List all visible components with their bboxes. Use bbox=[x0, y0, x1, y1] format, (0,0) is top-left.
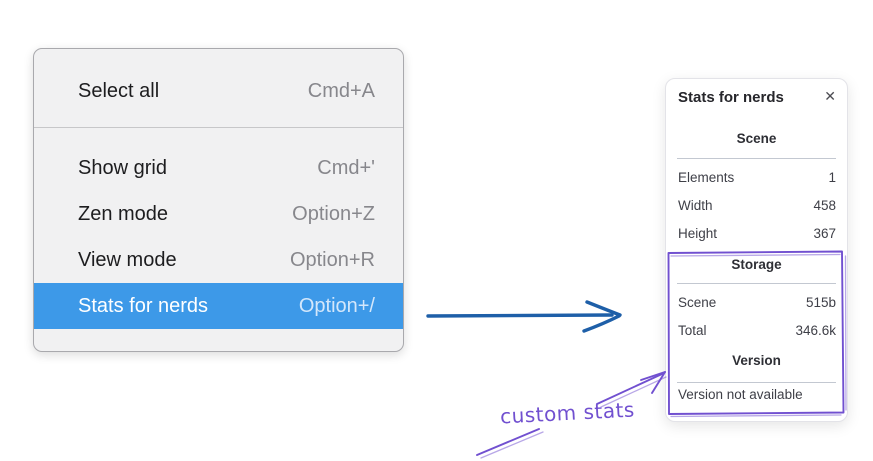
menu-item-shortcut: Option+Z bbox=[292, 202, 375, 225]
stat-value: 515b bbox=[805, 294, 836, 310]
stat-row-elements: Elements 1 bbox=[678, 163, 836, 191]
stat-label: Width bbox=[678, 197, 713, 213]
version-note: Version not available bbox=[678, 387, 803, 402]
menu-item-select-all[interactable]: Select all Cmd+A bbox=[34, 68, 403, 114]
stat-label: Scene bbox=[678, 294, 717, 310]
stat-value: 1 bbox=[828, 169, 836, 185]
section-divider bbox=[677, 382, 836, 383]
stat-row-width: Width 458 bbox=[678, 191, 836, 219]
menu-item-label: View mode bbox=[78, 248, 177, 271]
stat-label: Height bbox=[678, 225, 718, 241]
stat-row-total-storage: Total 346.6k bbox=[678, 316, 836, 344]
menu-item-shortcut: Cmd+' bbox=[317, 156, 375, 179]
menu-item-label: Stats for nerds bbox=[78, 294, 209, 317]
section-header-scene: Scene bbox=[736, 131, 777, 146]
section-header-version: Version bbox=[732, 353, 781, 368]
panel-title: Stats for nerds bbox=[678, 89, 784, 106]
section-header-storage: Storage bbox=[731, 257, 782, 272]
stat-value: 458 bbox=[813, 197, 836, 213]
menu-item-label: Show grid bbox=[78, 156, 167, 179]
section-divider bbox=[677, 158, 836, 159]
context-menu: Select all Cmd+A Show grid Cmd+' Zen mod… bbox=[33, 48, 404, 352]
menu-item-label: Zen mode bbox=[78, 202, 169, 225]
menu-item-shortcut: Cmd+A bbox=[307, 79, 375, 102]
stat-row-scene-storage: Scene 515b bbox=[678, 288, 836, 316]
menu-item-label: Select all bbox=[78, 79, 160, 102]
menu-item-shortcut: Option+R bbox=[289, 248, 375, 271]
close-icon[interactable]: ✕ bbox=[824, 88, 836, 104]
stat-value: 346.6k bbox=[795, 322, 836, 338]
stats-for-nerds-panel: Stats for nerds ✕ Scene Elements 1 Width… bbox=[665, 78, 848, 422]
stat-label: Elements bbox=[678, 169, 735, 185]
stat-row-height: Height 367 bbox=[678, 219, 836, 247]
menu-item-view-mode[interactable]: View mode Option+R bbox=[34, 237, 403, 283]
stat-value: 367 bbox=[813, 225, 836, 241]
stat-label: Total bbox=[678, 322, 707, 338]
menu-item-zen-mode[interactable]: Zen mode Option+Z bbox=[34, 191, 403, 237]
menu-item-shortcut: Option+/ bbox=[298, 294, 375, 317]
menu-item-stats-for-nerds[interactable]: Stats for nerds Option+/ bbox=[34, 283, 403, 329]
menu-item-show-grid[interactable]: Show grid Cmd+' bbox=[34, 145, 403, 191]
blue-arrow bbox=[426, 300, 622, 333]
section-divider bbox=[677, 283, 836, 284]
annotation-custom-stats: custom stats bbox=[499, 397, 636, 429]
menu-divider bbox=[34, 127, 403, 128]
